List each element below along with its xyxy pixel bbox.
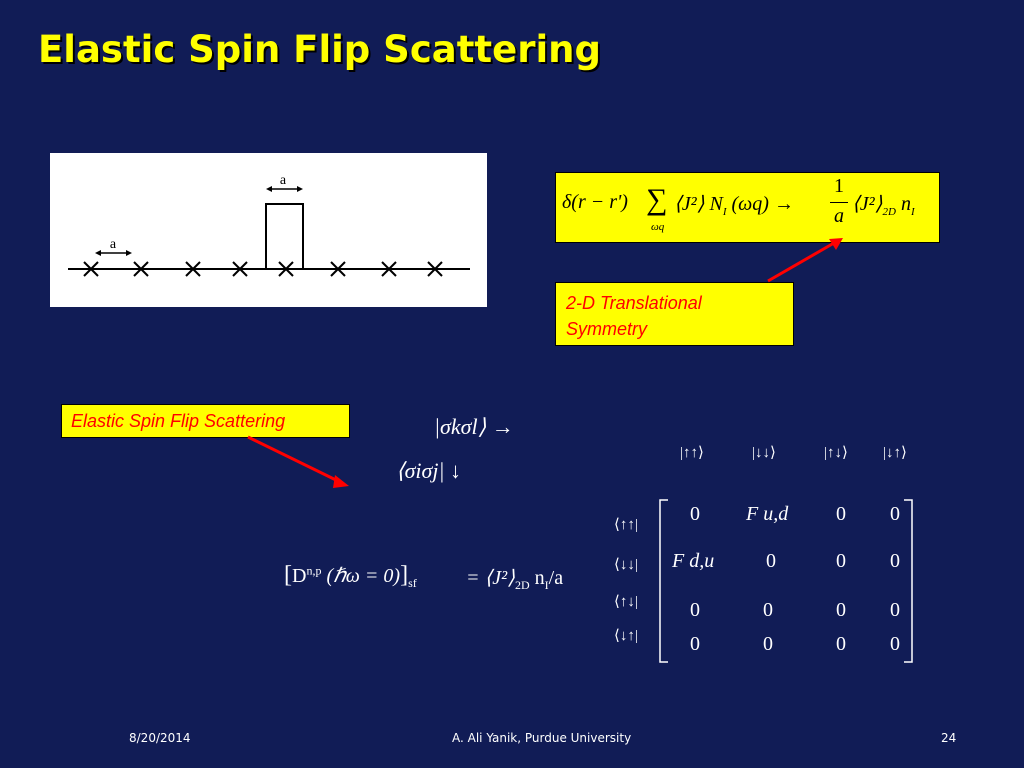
arrow-to-bra-head xyxy=(333,475,349,488)
matrix-cell-2-3: 0 xyxy=(890,599,900,621)
elastic-scattering-box: Elastic Spin Flip Scattering xyxy=(61,404,350,438)
d-lhs: D xyxy=(292,565,307,587)
bra-sigma-ij: ⟨σiσj| ↓ xyxy=(396,458,462,483)
matrix-cell-2-1: 0 xyxy=(763,599,773,621)
lattice-svg: a a xyxy=(68,173,470,277)
matrix-cell-3-3: 0 xyxy=(890,633,900,655)
arrow-to-formula-head xyxy=(829,238,843,250)
footer-page-number: 24 xyxy=(941,731,957,745)
sum-symbol: ∑ xyxy=(646,183,668,216)
frac-bar xyxy=(830,202,848,203)
matrix-cell-3-2: 0 xyxy=(836,633,846,655)
d-sup: n,p xyxy=(306,563,322,578)
d-eq: = ⟨J²⟩ xyxy=(466,567,515,589)
col-header-down-down: |↓↓⟩ xyxy=(752,445,776,461)
arrow-to-bra xyxy=(247,435,339,483)
matrix-cell-0-2: 0 xyxy=(836,503,846,525)
matrix-cell-3-1: 0 xyxy=(763,633,773,655)
formula-delta: δ xyxy=(562,191,572,213)
d-sub: sf xyxy=(408,576,417,590)
lattice-sites xyxy=(83,261,443,277)
row-header-up-down: ⟨↑↓| xyxy=(614,594,638,610)
d-tail-sub: I xyxy=(544,578,549,592)
footer-author: A. Ali Yanik, Purdue University xyxy=(452,731,632,745)
translational-line2: Symmetry xyxy=(566,319,647,339)
translational-line1: 2-D Translational xyxy=(566,293,702,313)
matrix-cell-3-0: 0 xyxy=(690,633,700,655)
frac-denominator: a xyxy=(834,205,844,227)
formula-text: δ(r − r') xyxy=(562,191,628,214)
spacing-label-top: a xyxy=(280,173,287,188)
row-header-up-up: ⟨↑↑| xyxy=(614,517,638,533)
matrix-cell-1-0: F d,u xyxy=(672,550,715,572)
term1: ⟨J²⟩ N xyxy=(674,193,723,215)
term2-sub: 2D xyxy=(882,206,896,218)
formula-arrow: → xyxy=(773,193,794,215)
ket-sigma-kl: |σkσl⟩ → xyxy=(434,414,514,439)
matrix-cell-0-3: 0 xyxy=(890,503,900,525)
col-header-down-up: |↓↑⟩ xyxy=(883,445,907,461)
row-header-down-up: ⟨↓↑| xyxy=(614,628,638,644)
frac-numerator: 1 xyxy=(834,175,844,197)
translational-symmetry-box: 2-D Translational Symmetry xyxy=(555,282,794,346)
formula-n-sub: I xyxy=(910,206,915,218)
formula-lhs: (r − r') xyxy=(571,191,628,213)
matrix-cell-2-0: 0 xyxy=(690,599,700,621)
elastic-label: Elastic Spin Flip Scattering xyxy=(71,411,286,431)
d-tail-end: /a xyxy=(548,567,564,589)
matrix-cell-2-2: 0 xyxy=(836,599,846,621)
arrow-to-formula xyxy=(767,241,835,283)
d-tail: n xyxy=(534,567,545,589)
slide-title: Elastic Spin Flip Scattering xyxy=(38,28,601,71)
lattice-diagram: a a xyxy=(50,153,487,307)
matrix-cell-1-3: 0 xyxy=(890,550,900,572)
d-formula-rhs: = ⟨J²⟩2D nI/a xyxy=(466,565,563,593)
col-header-up-down: |↑↓⟩ xyxy=(824,445,848,461)
sum-subscript: ωq xyxy=(651,221,665,233)
potential-well xyxy=(265,203,304,270)
matrix-cell-0-0: 0 xyxy=(690,503,700,525)
d-formula: [Dn,p (ℏω = 0)]sf xyxy=(284,562,417,590)
term1-sub: I xyxy=(722,206,727,218)
matrix-cell-1-1: 0 xyxy=(766,550,776,572)
matrix-cell-0-1: F u,d xyxy=(746,503,789,525)
formula-n: n xyxy=(900,193,911,215)
col-header-up-up: |↑↑⟩ xyxy=(680,445,704,461)
formula-term2: ⟨J²⟩2D nI xyxy=(852,191,915,218)
term2: ⟨J²⟩ xyxy=(852,193,883,215)
row-header-down-down: ⟨↓↓| xyxy=(614,557,638,573)
matrix-cell-1-2: 0 xyxy=(836,550,846,572)
d-sub2: 2D xyxy=(514,578,530,592)
formula-box: δ(r − r') ∑ ωq ⟨J²⟩ NI (ωq) → 1 a ⟨J²⟩2D… xyxy=(555,172,940,243)
d-arg: (ℏω = 0) xyxy=(326,565,401,587)
formula-term1: ⟨J²⟩ NI (ωq) → xyxy=(674,191,794,218)
omega-arg: (ωq) xyxy=(731,193,769,215)
spacing-label-left: a xyxy=(110,237,117,252)
footer-date: 8/20/2014 xyxy=(129,731,191,745)
